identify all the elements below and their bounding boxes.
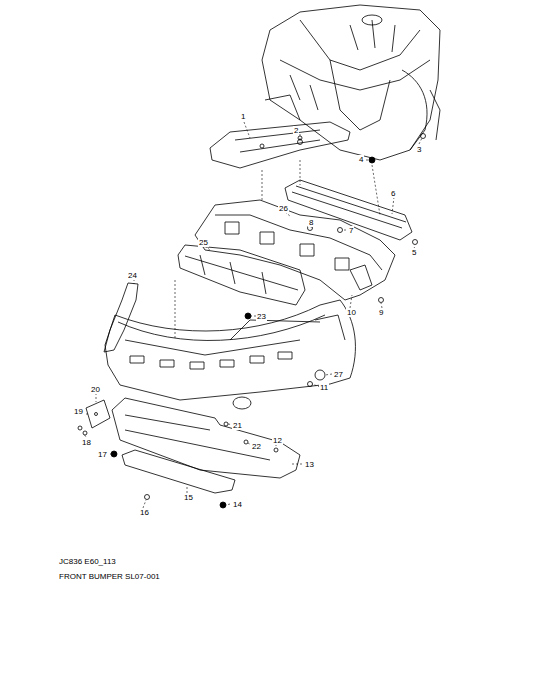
caption-text: FRONT BUMPER SL07-001 xyxy=(58,572,161,581)
callout-number: 15 xyxy=(183,493,194,502)
callout-number: 3 xyxy=(416,145,422,154)
body-structure xyxy=(262,5,440,160)
callout-number: 10 xyxy=(346,308,357,317)
callout-number: 2 xyxy=(293,126,299,135)
bumper-beam xyxy=(285,180,412,240)
callout-number: 23 xyxy=(256,312,267,321)
callout-number: 13 xyxy=(304,460,315,469)
callout-number: 16 xyxy=(139,508,150,517)
callout-number: 17 xyxy=(97,450,108,459)
fasteners xyxy=(78,134,426,509)
callout-number: 19 xyxy=(73,407,84,416)
callout-number: 11 xyxy=(319,383,329,392)
caption-text: JC836 E60_113 xyxy=(58,557,117,566)
callout-number: 9 xyxy=(378,308,384,317)
callout-number: 12 xyxy=(272,436,283,445)
callout-number: 8 xyxy=(308,218,314,227)
callout-number: 27 xyxy=(333,370,344,379)
lower-cover xyxy=(122,450,235,493)
callout-number: 24 xyxy=(127,271,138,280)
callout-number: 18 xyxy=(81,438,92,447)
bumper-fascia xyxy=(105,300,355,409)
cap xyxy=(315,370,325,380)
upper-reinforcement xyxy=(210,122,350,168)
leader-lines xyxy=(82,122,422,508)
callout-number: 21 xyxy=(232,421,243,430)
callout-number: 14 xyxy=(232,500,243,509)
callout-number: 6 xyxy=(390,189,396,198)
license-bracket xyxy=(86,400,110,428)
callout-number: 26 xyxy=(278,204,289,213)
callout-number: 4 xyxy=(358,155,364,164)
lower-grille xyxy=(112,398,300,478)
bumper-carrier xyxy=(195,200,395,300)
callout-number: 22 xyxy=(251,442,262,451)
callout-number: 25 xyxy=(198,238,209,247)
callout-number: 1 xyxy=(240,112,246,121)
callout-number: 7 xyxy=(348,226,354,235)
energy-absorber xyxy=(178,245,305,305)
callout-number: 5 xyxy=(411,248,417,257)
callout-number: 20 xyxy=(90,385,101,394)
